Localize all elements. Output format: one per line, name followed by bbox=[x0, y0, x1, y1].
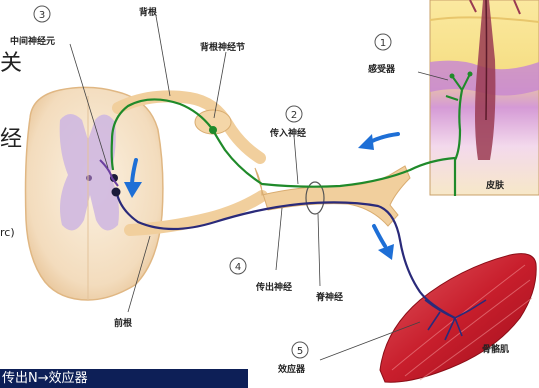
label-receptor: 感受器 bbox=[368, 63, 396, 75]
label-spinal-nerve: 脊神经 bbox=[315, 291, 343, 303]
label-dorsal-root-ganglion: 背根神经节 bbox=[200, 41, 245, 53]
direction-arrow-afferent bbox=[358, 134, 398, 150]
svg-text:5: 5 bbox=[297, 346, 303, 357]
svg-text:3: 3 bbox=[39, 10, 45, 21]
label-skeletal-muscle: 骨骼肌 bbox=[482, 343, 509, 355]
label-ventral-root: 前根 bbox=[114, 317, 133, 329]
motor-neuron-cell-body bbox=[112, 188, 121, 197]
label-efferent-nerve: 传出神经 bbox=[255, 281, 292, 293]
number-marker-2: 2 bbox=[286, 106, 302, 122]
side-text-char2: 经 bbox=[0, 127, 22, 152]
svg-text:1: 1 bbox=[380, 38, 386, 49]
label-dorsal-root: 背根 bbox=[139, 6, 158, 18]
number-marker-3: 3 bbox=[34, 6, 50, 22]
number-marker-1: 1 bbox=[375, 34, 391, 50]
label-afferent-nerve: 传入神经 bbox=[269, 127, 306, 139]
label-interneuron: 中间神经元 bbox=[10, 35, 55, 47]
label-skin: 皮肤 bbox=[485, 179, 505, 191]
label-effector: 效应器 bbox=[278, 363, 306, 375]
spinal-nerve-trunk bbox=[255, 166, 410, 226]
side-text-char1: 关 bbox=[0, 51, 22, 76]
skeletal-muscle bbox=[380, 254, 536, 383]
side-text-char3: rc) bbox=[0, 226, 15, 239]
number-marker-5: 5 bbox=[292, 342, 308, 358]
svg-text:2: 2 bbox=[291, 110, 297, 121]
summary-strip: 传出N→效应器 bbox=[0, 369, 248, 388]
skin-block bbox=[430, 0, 539, 196]
svg-text:4: 4 bbox=[235, 262, 241, 273]
spinal-cord bbox=[26, 87, 163, 300]
number-marker-4: 4 bbox=[230, 258, 246, 274]
direction-arrow-efferent bbox=[374, 226, 394, 260]
